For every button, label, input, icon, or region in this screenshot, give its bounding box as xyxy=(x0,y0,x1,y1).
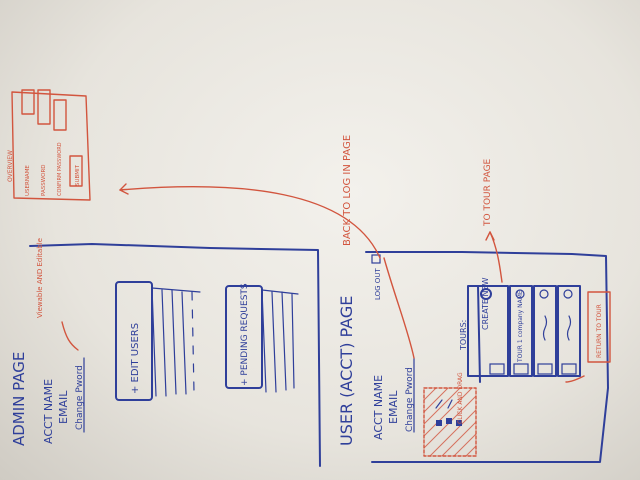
tour1-icon xyxy=(515,289,525,299)
tour1-label[interactable]: TOUR 1 company NAME xyxy=(517,290,524,363)
tour3-scribble xyxy=(566,315,572,341)
tours-label: TOURS: xyxy=(459,320,468,351)
login-field-label-2: PASSWORD xyxy=(41,164,47,196)
return-note-box xyxy=(587,291,611,363)
login-field-3[interactable] xyxy=(53,99,67,131)
tour-thumb-2 xyxy=(513,363,529,375)
tour-card-1[interactable] xyxy=(509,285,533,377)
log-out-checkbox[interactable] xyxy=(371,254,381,264)
tours-list-edge xyxy=(477,285,481,383)
user-acct-name: ACCT NAME xyxy=(372,375,385,440)
tour2-icon xyxy=(539,289,549,299)
drag-handles[interactable] xyxy=(435,399,462,426)
to-tour-page-arrowhead xyxy=(485,231,495,241)
login-submit-box[interactable] xyxy=(69,155,83,187)
drag-note: CLICK AND DRAG xyxy=(457,372,464,424)
to-tour-page-arrow xyxy=(489,231,503,283)
edit-users-label[interactable]: + EDIT USERS xyxy=(130,323,141,394)
admin-page-sketch: ADMIN PAGE ACCT NAME EMAIL Change Pword … xyxy=(10,238,321,467)
admin-note-arrow xyxy=(61,321,79,351)
log-out-link[interactable]: LOG OUT xyxy=(374,268,382,300)
pending-requests-label[interactable]: + PENDING REQUESTS xyxy=(240,283,250,386)
user-page-frame xyxy=(365,251,609,463)
admin-editable-note: Viewable AND Editable xyxy=(36,238,44,318)
return-note: RETURN TO TOUR xyxy=(596,304,603,358)
tour-thumb-4 xyxy=(561,363,577,375)
pending-requests-button[interactable] xyxy=(225,285,263,389)
log-out-link-arrow xyxy=(383,257,415,359)
login-box xyxy=(11,91,91,201)
tour-card-3[interactable] xyxy=(557,285,581,377)
back-to-login-note: BACK TO LOG IN PAGE xyxy=(342,135,353,246)
login-field-2[interactable] xyxy=(37,89,51,125)
flow-annotations: BACK TO LOG IN PAGE TO TOUR PAGE xyxy=(119,135,503,359)
login-field-label-3: CONFIRM PASSWORD xyxy=(57,142,63,196)
tour3-icon xyxy=(563,289,573,299)
create-new-label[interactable]: CREATE NEW xyxy=(481,277,490,330)
pending-requests-list xyxy=(261,289,299,393)
login-field-label-1: USERNAME xyxy=(25,165,31,196)
tour-card-2[interactable] xyxy=(533,285,557,377)
return-note-arrow xyxy=(565,375,585,383)
back-to-login-arrow xyxy=(119,186,381,259)
login-submit-label[interactable]: SUBMIT xyxy=(75,164,81,186)
edit-users-button[interactable] xyxy=(115,281,153,401)
to-tour-page-note: TO TOUR PAGE xyxy=(483,158,493,227)
tour-cards[interactable]: CREATE NEW TOUR 1 company NAME xyxy=(467,277,581,377)
admin-email: EMAIL xyxy=(57,390,70,424)
tour2-scribble xyxy=(542,315,548,341)
user-page-title: USER (ACCT) PAGE xyxy=(337,296,356,446)
login-header: OVERVIEW xyxy=(7,150,14,182)
tour-thumb-3 xyxy=(537,363,553,375)
admin-page-frame xyxy=(29,243,321,467)
admin-change-pword[interactable]: Change Pword xyxy=(75,365,85,430)
edit-users-list xyxy=(151,287,201,397)
login-field-1[interactable] xyxy=(21,89,35,115)
tour-card-create[interactable] xyxy=(467,285,509,377)
admin-acct-name: ACCT NAME xyxy=(42,379,55,444)
user-page-sketch: USER (ACCT) PAGE ACCT NAME EMAIL Change … xyxy=(337,251,611,463)
login-sketch: OVERVIEW USERNAME PASSWORD CONFIRM PASSW… xyxy=(7,89,91,201)
user-email: EMAIL xyxy=(387,390,400,424)
back-to-login-arrowhead xyxy=(119,183,129,195)
user-change-pword[interactable]: Change Pword xyxy=(405,367,415,432)
tour-thumb-1 xyxy=(489,363,505,375)
create-new-icon[interactable] xyxy=(480,288,492,300)
admin-page-title: ADMIN PAGE xyxy=(10,352,28,446)
